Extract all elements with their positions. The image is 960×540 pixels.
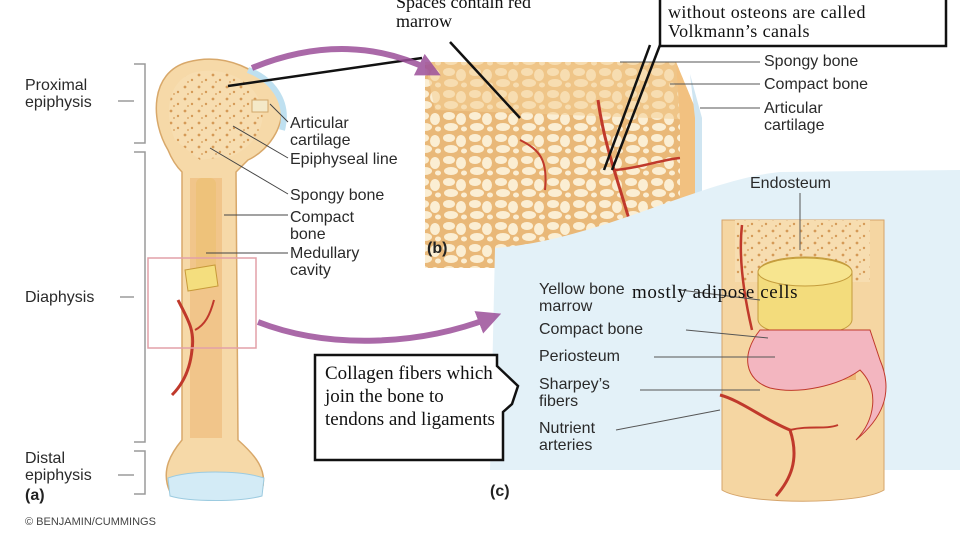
epiphyseal-line-label: Epiphyseal line	[290, 151, 398, 168]
proximal-epiphysis-label: Proximal epiphysis	[25, 77, 92, 111]
articular-cartilage-label: Articular cartilage	[290, 115, 351, 149]
periosteum-label: Periosteum	[539, 348, 620, 365]
yellow-marrow-label: Yellow bone marrow	[539, 281, 625, 315]
panel-a-label: (a)	[25, 487, 45, 504]
diaphysis-label: Diaphysis	[25, 289, 95, 306]
copyright-credit: © BENJAMIN/CUMMINGS	[25, 516, 156, 528]
long-bone	[155, 58, 287, 501]
shaft-cylinder	[719, 219, 887, 502]
compact-bone-label: Compact bone	[290, 209, 355, 243]
zoom-region	[147, 257, 257, 349]
c-leaders	[615, 193, 801, 431]
medullary-cavity-label: Medullary cavity	[290, 245, 360, 279]
arrow-to-b	[250, 46, 441, 76]
spongy-bone-label: Spongy bone	[290, 187, 385, 204]
adipose-callout: mostly adipose cells	[632, 282, 799, 303]
b-compact-bone-label: Compact bone	[764, 76, 869, 93]
arrow-to-c	[256, 311, 502, 344]
volkmann-callout: without osteons are called Volkmann’s ca…	[668, 2, 866, 41]
nutrient-arteries-label: Nutrient arteries	[539, 420, 596, 454]
panel-b-label: (b)	[427, 240, 448, 257]
c-compact-bone-label: Compact bone	[539, 321, 644, 338]
red-marrow-callout: Spaces contain red marrow	[396, 0, 531, 31]
distal-epiphysis-label: Distal epiphysis	[25, 450, 92, 484]
collagen-callout: Collagen fibers which join the bone to t…	[325, 363, 495, 430]
b-articular-cartilage-label: Articular cartilage	[764, 100, 825, 134]
b-spongy-bone-label: Spongy bone	[764, 53, 859, 70]
panel-c-label: (c)	[490, 483, 510, 500]
collagen-box	[313, 353, 520, 462]
endosteum-label: Endosteum	[750, 175, 831, 192]
region-brackets	[118, 63, 146, 495]
sharpeys-fibers-label: Sharpey’s fibers	[539, 376, 610, 410]
volkmann-box	[658, 0, 948, 48]
bone-leaders	[206, 103, 289, 254]
callout-lines	[227, 41, 662, 171]
